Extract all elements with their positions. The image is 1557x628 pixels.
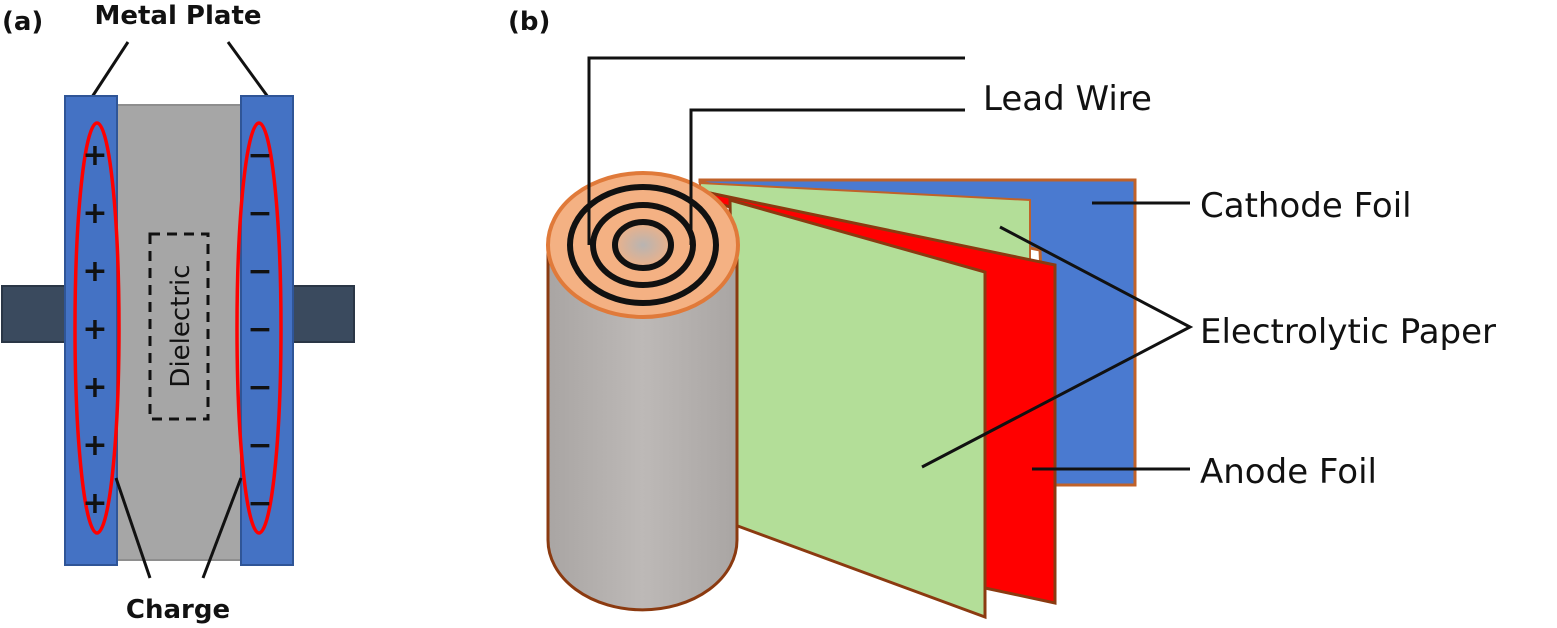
winding-ring-inner xyxy=(612,219,674,271)
panel-b: (b) Lead Wire Cathode Foil Electrolytic … xyxy=(508,7,1496,620)
charge-leader-left xyxy=(114,477,152,579)
negative-charge-sign: − xyxy=(247,138,272,173)
metal-plate-right xyxy=(240,95,294,566)
positive-charge-sign: + xyxy=(82,428,107,463)
negative-charge-sign: − xyxy=(247,312,272,347)
electrolytic-paper-label: Electrolytic Paper xyxy=(1200,312,1496,352)
charge-label: Charge xyxy=(126,595,230,625)
dielectric-block xyxy=(115,104,243,561)
metal-plate-leader-left xyxy=(90,41,130,98)
metal-plate-leader-right xyxy=(226,41,270,98)
roll-body xyxy=(546,246,739,612)
negative-charge-sign: − xyxy=(247,486,272,521)
panel-a-label: (a) xyxy=(2,7,43,37)
panel-a: (a) Metal Plate Dielectric +++++++ −−−−−… xyxy=(1,1,355,625)
anode-foil-label: Anode Foil xyxy=(1200,452,1377,492)
lead-wire-2 xyxy=(689,108,965,245)
metal-plate-label: Metal Plate xyxy=(94,1,261,31)
winding-ring-outer xyxy=(567,184,719,306)
electrolytic-paper-front xyxy=(728,198,987,620)
positive-charge-sign: + xyxy=(82,196,107,231)
lead-wire-label: Lead Wire xyxy=(983,79,1152,119)
cathode-foil-label: Cathode Foil xyxy=(1200,186,1412,226)
negative-charges: − − − − − − − xyxy=(247,138,272,521)
positive-charge-sign: + xyxy=(82,138,107,173)
negative-charge-sign: − xyxy=(247,254,272,289)
dielectric-dashed-box xyxy=(148,232,210,421)
charge-outline-negative xyxy=(235,121,283,535)
charge-outline-positive xyxy=(73,121,121,535)
positive-charges: + + + + + + + xyxy=(82,138,107,521)
terminal-right xyxy=(291,285,355,343)
terminal-left xyxy=(1,285,67,343)
winding-ring-middle xyxy=(590,202,696,288)
positive-charge-sign: + xyxy=(82,486,107,521)
roll-top xyxy=(546,171,740,319)
panel-b-label: (b) xyxy=(508,7,550,37)
dielectric-label: Dielectric xyxy=(166,264,196,387)
positive-charge-sign: + xyxy=(82,312,107,347)
negative-charge-sign: − xyxy=(247,428,272,463)
lead-wire-1 xyxy=(587,56,965,245)
positive-charge-sign: + xyxy=(82,254,107,289)
negative-charge-sign: − xyxy=(247,370,272,405)
negative-charge-sign: − xyxy=(247,196,272,231)
electrolytic-paper-leader xyxy=(921,225,1194,469)
charge-leader-right xyxy=(201,477,243,579)
positive-charge-sign: + xyxy=(82,370,107,405)
